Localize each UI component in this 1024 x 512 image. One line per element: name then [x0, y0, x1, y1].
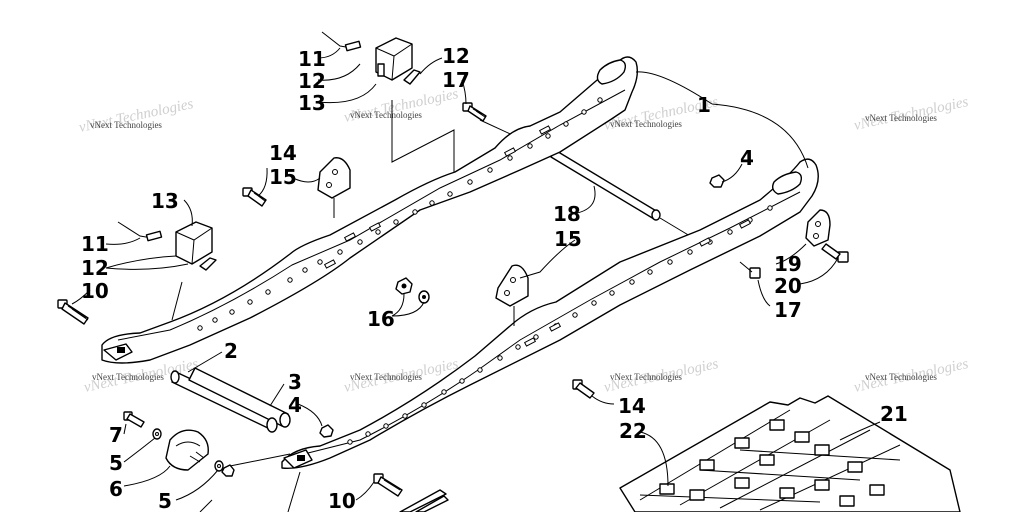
- nut-4-upper: [709, 174, 725, 188]
- bolt-17-upper: [462, 102, 487, 122]
- callout-20: 20: [774, 274, 802, 298]
- track-21: [619, 395, 961, 512]
- callout-11: 11: [298, 47, 326, 71]
- callout-19: 19: [774, 252, 802, 276]
- stopper-block-upper: [321, 31, 421, 85]
- callout-18: 18: [553, 202, 581, 226]
- callout-13: 13: [151, 189, 179, 213]
- callout-16: 16: [367, 307, 395, 331]
- bolt-20: [821, 243, 849, 263]
- rail-slot: [771, 171, 803, 195]
- rail-holes: [197, 97, 603, 331]
- nut-4-lower: [319, 424, 334, 438]
- bolt-14-lower: [572, 379, 595, 399]
- callout-21: 21: [880, 402, 908, 426]
- nut-5b: [221, 464, 235, 477]
- callout-7: 7: [109, 423, 123, 447]
- callout-5: 5: [109, 451, 123, 475]
- watermark: vNext Technologies: [92, 372, 164, 382]
- bolt-14-upper: [242, 187, 267, 207]
- callout-14: 14: [618, 394, 646, 418]
- callout-2: 2: [224, 339, 238, 363]
- callout-22: 22: [619, 419, 647, 443]
- callout-11: 11: [81, 232, 109, 256]
- callout-4: 4: [288, 393, 302, 417]
- rail-slot: [596, 59, 627, 85]
- bracket-15-lower: [495, 264, 529, 326]
- callout-17: 17: [442, 68, 470, 92]
- wheel-6: [165, 429, 209, 471]
- callout-4: 4: [740, 146, 754, 170]
- callout-5: 5: [158, 489, 172, 512]
- rail-holes: [347, 205, 773, 445]
- watermark: vNext Technologies: [865, 372, 937, 382]
- callout-12: 12: [442, 44, 470, 68]
- watermark: vNext Technologies: [350, 372, 422, 382]
- rail-front: [281, 158, 819, 469]
- callout-12: 12: [81, 256, 109, 280]
- callout-15: 15: [554, 227, 582, 251]
- track-clips: [659, 419, 885, 507]
- watermark: vNext Technologies: [90, 120, 162, 130]
- callout-17: 17: [774, 298, 802, 322]
- leader-lines: [71, 47, 881, 512]
- watermark: vNext Technologies: [865, 113, 937, 123]
- watermark: vNext Technologies: [610, 119, 682, 129]
- callout-13: 13: [298, 91, 326, 115]
- bolt-10-lower: [373, 473, 403, 497]
- watermark: vNext Technologies: [610, 372, 682, 382]
- callout-labels: 11 12 13 12 17 1 14 15 4 13 18 15 11 12 …: [81, 44, 908, 512]
- cross-shafts: [170, 119, 701, 433]
- bolt-17-lower: [739, 261, 761, 279]
- hardware: [57, 102, 849, 497]
- rail-rear: [101, 56, 639, 364]
- callout-10: 10: [81, 279, 109, 303]
- watermark: vNext Technologies: [350, 110, 422, 120]
- callout-14: 14: [269, 141, 297, 165]
- callout-15: 15: [269, 165, 297, 189]
- bracket-19: [805, 209, 831, 247]
- bolt-7: [123, 411, 145, 428]
- callout-3: 3: [288, 370, 302, 394]
- rail-strips: [399, 489, 449, 512]
- callout-1: 1: [697, 93, 711, 117]
- callout-10: 10: [328, 489, 356, 512]
- callout-6: 6: [109, 477, 123, 501]
- bolt-10-upper: [57, 299, 89, 325]
- callout-12: 12: [298, 69, 326, 93]
- bracket-15-upper: [317, 157, 351, 218]
- stopper-block-lower: [117, 221, 217, 271]
